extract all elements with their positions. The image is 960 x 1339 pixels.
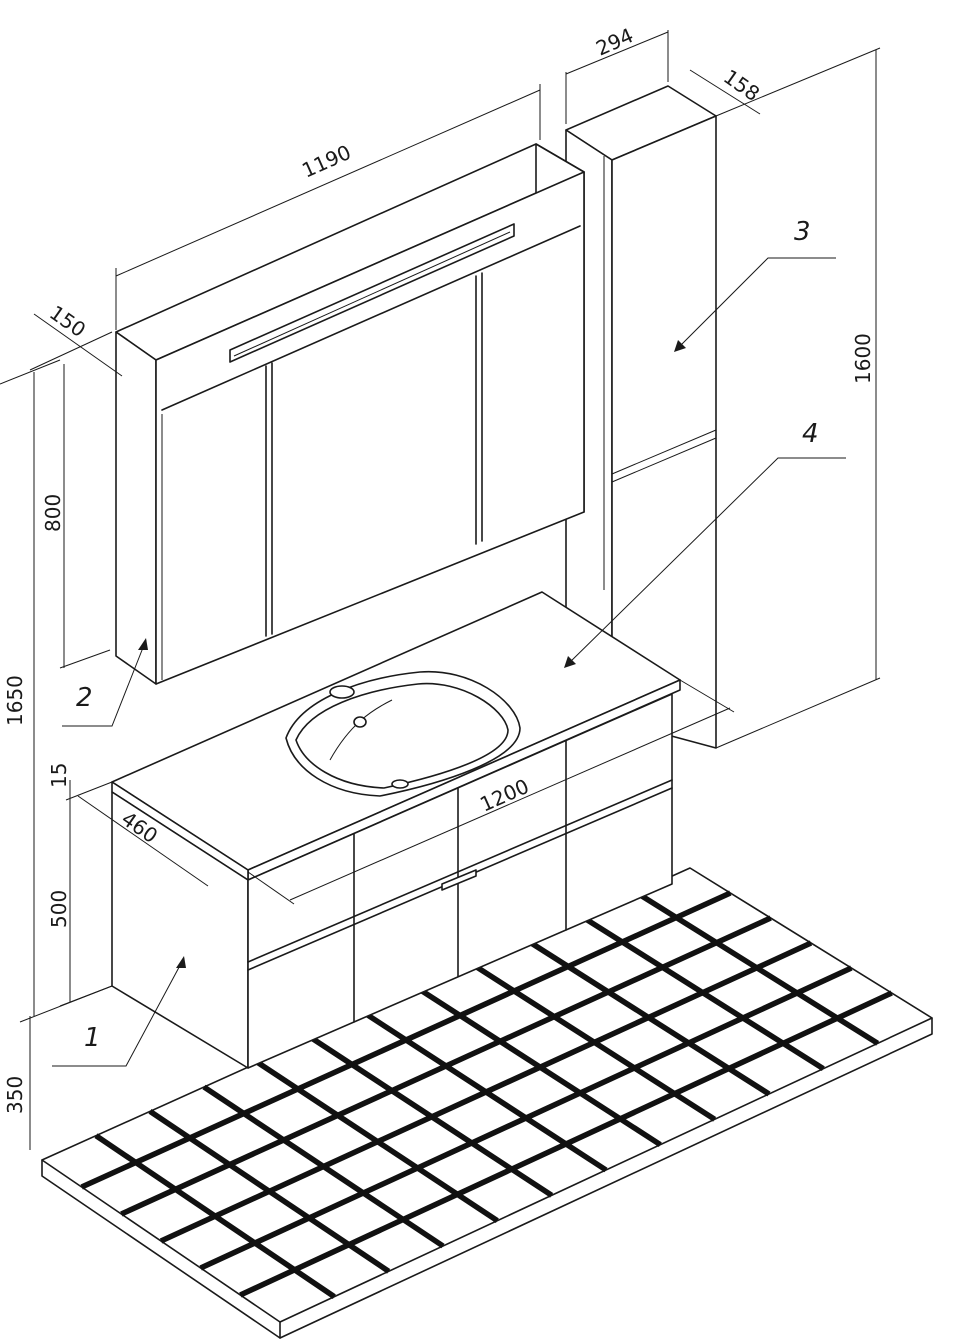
callout-4-label: 4 xyxy=(802,419,819,449)
floor-tile-grid xyxy=(80,890,893,1299)
mirror-cabinet-front xyxy=(155,171,585,685)
dim-label-15: 15 xyxy=(47,763,71,788)
column-door-gap-lower xyxy=(611,437,717,483)
callout-4-arrow xyxy=(564,656,576,668)
dim-15-ext-top xyxy=(65,781,113,801)
tile-grout-line xyxy=(159,940,813,1244)
dim-label-800: 800 xyxy=(41,494,65,532)
column-door-gap-upper xyxy=(611,429,717,475)
tile-grout-line xyxy=(199,965,853,1271)
dim-label-350: 350 xyxy=(3,1076,27,1114)
callout-3-leader xyxy=(675,257,836,351)
dim-150-line xyxy=(33,313,123,377)
dim-460-line xyxy=(77,795,209,887)
drain-hole xyxy=(391,779,409,789)
dimension-lines xyxy=(0,30,881,1150)
basin-inner-rim xyxy=(295,682,509,789)
tile-grout-line xyxy=(239,990,893,1298)
callout-1-leader xyxy=(52,957,185,1067)
tiled-floor xyxy=(41,867,933,1339)
drawer-gap-upper xyxy=(247,779,673,963)
dim-1650-ext-top xyxy=(0,359,61,385)
callout-1-arrow xyxy=(176,956,186,968)
callout-3-label: 3 xyxy=(794,217,811,247)
dim-158-line xyxy=(689,69,761,115)
dim-1200-ext-right xyxy=(679,679,735,713)
dim-label-158: 158 xyxy=(719,64,764,106)
dim-label-1650: 1650 xyxy=(3,675,27,726)
dim-800-ext-top xyxy=(29,331,113,371)
callout-1-label: 1 xyxy=(84,1023,101,1053)
callout-2-label: 2 xyxy=(76,683,93,713)
dim-350-ext-top xyxy=(19,985,113,1023)
faucet-hole xyxy=(329,685,355,699)
light-band-lower-edge xyxy=(161,225,581,411)
dim-label-1600: 1600 xyxy=(851,333,875,384)
callouts: 1 2 3 4 xyxy=(52,217,846,1067)
dim-294-line xyxy=(565,31,669,75)
callout-4-leader xyxy=(565,457,846,667)
callout-3-arrow xyxy=(674,340,686,352)
tile-grout-line xyxy=(80,890,732,1190)
basin-outer-rim xyxy=(285,670,521,797)
overflow-hole xyxy=(353,716,367,728)
callout-2-arrow xyxy=(138,638,148,650)
dim-label-500: 500 xyxy=(47,890,71,928)
dim-1600-ext-top xyxy=(715,47,881,117)
dim-label-294: 294 xyxy=(592,23,637,60)
drawer-handle xyxy=(441,869,477,891)
dim-1200-line xyxy=(289,707,731,901)
tile-grout-line xyxy=(120,915,772,1217)
led-light-bar xyxy=(229,223,515,363)
dim-800-ext-bottom xyxy=(59,649,111,669)
led-light-bar-inner xyxy=(233,231,511,357)
dim-label-1190: 1190 xyxy=(298,140,354,183)
vanity-unit xyxy=(111,591,681,1069)
dim-1190-line xyxy=(115,89,541,277)
dim-label-150: 150 xyxy=(45,300,90,342)
dim-1200-ext-left xyxy=(247,871,295,905)
dim-1600-ext-bottom xyxy=(715,677,881,749)
callout-2-leader xyxy=(62,639,147,727)
mirror-cabinet xyxy=(115,143,585,685)
mirror-cabinet-left-side xyxy=(115,331,157,685)
dimension-labels: 1190 150 294 158 1600 800 1650 15 500 35… xyxy=(3,23,875,1114)
